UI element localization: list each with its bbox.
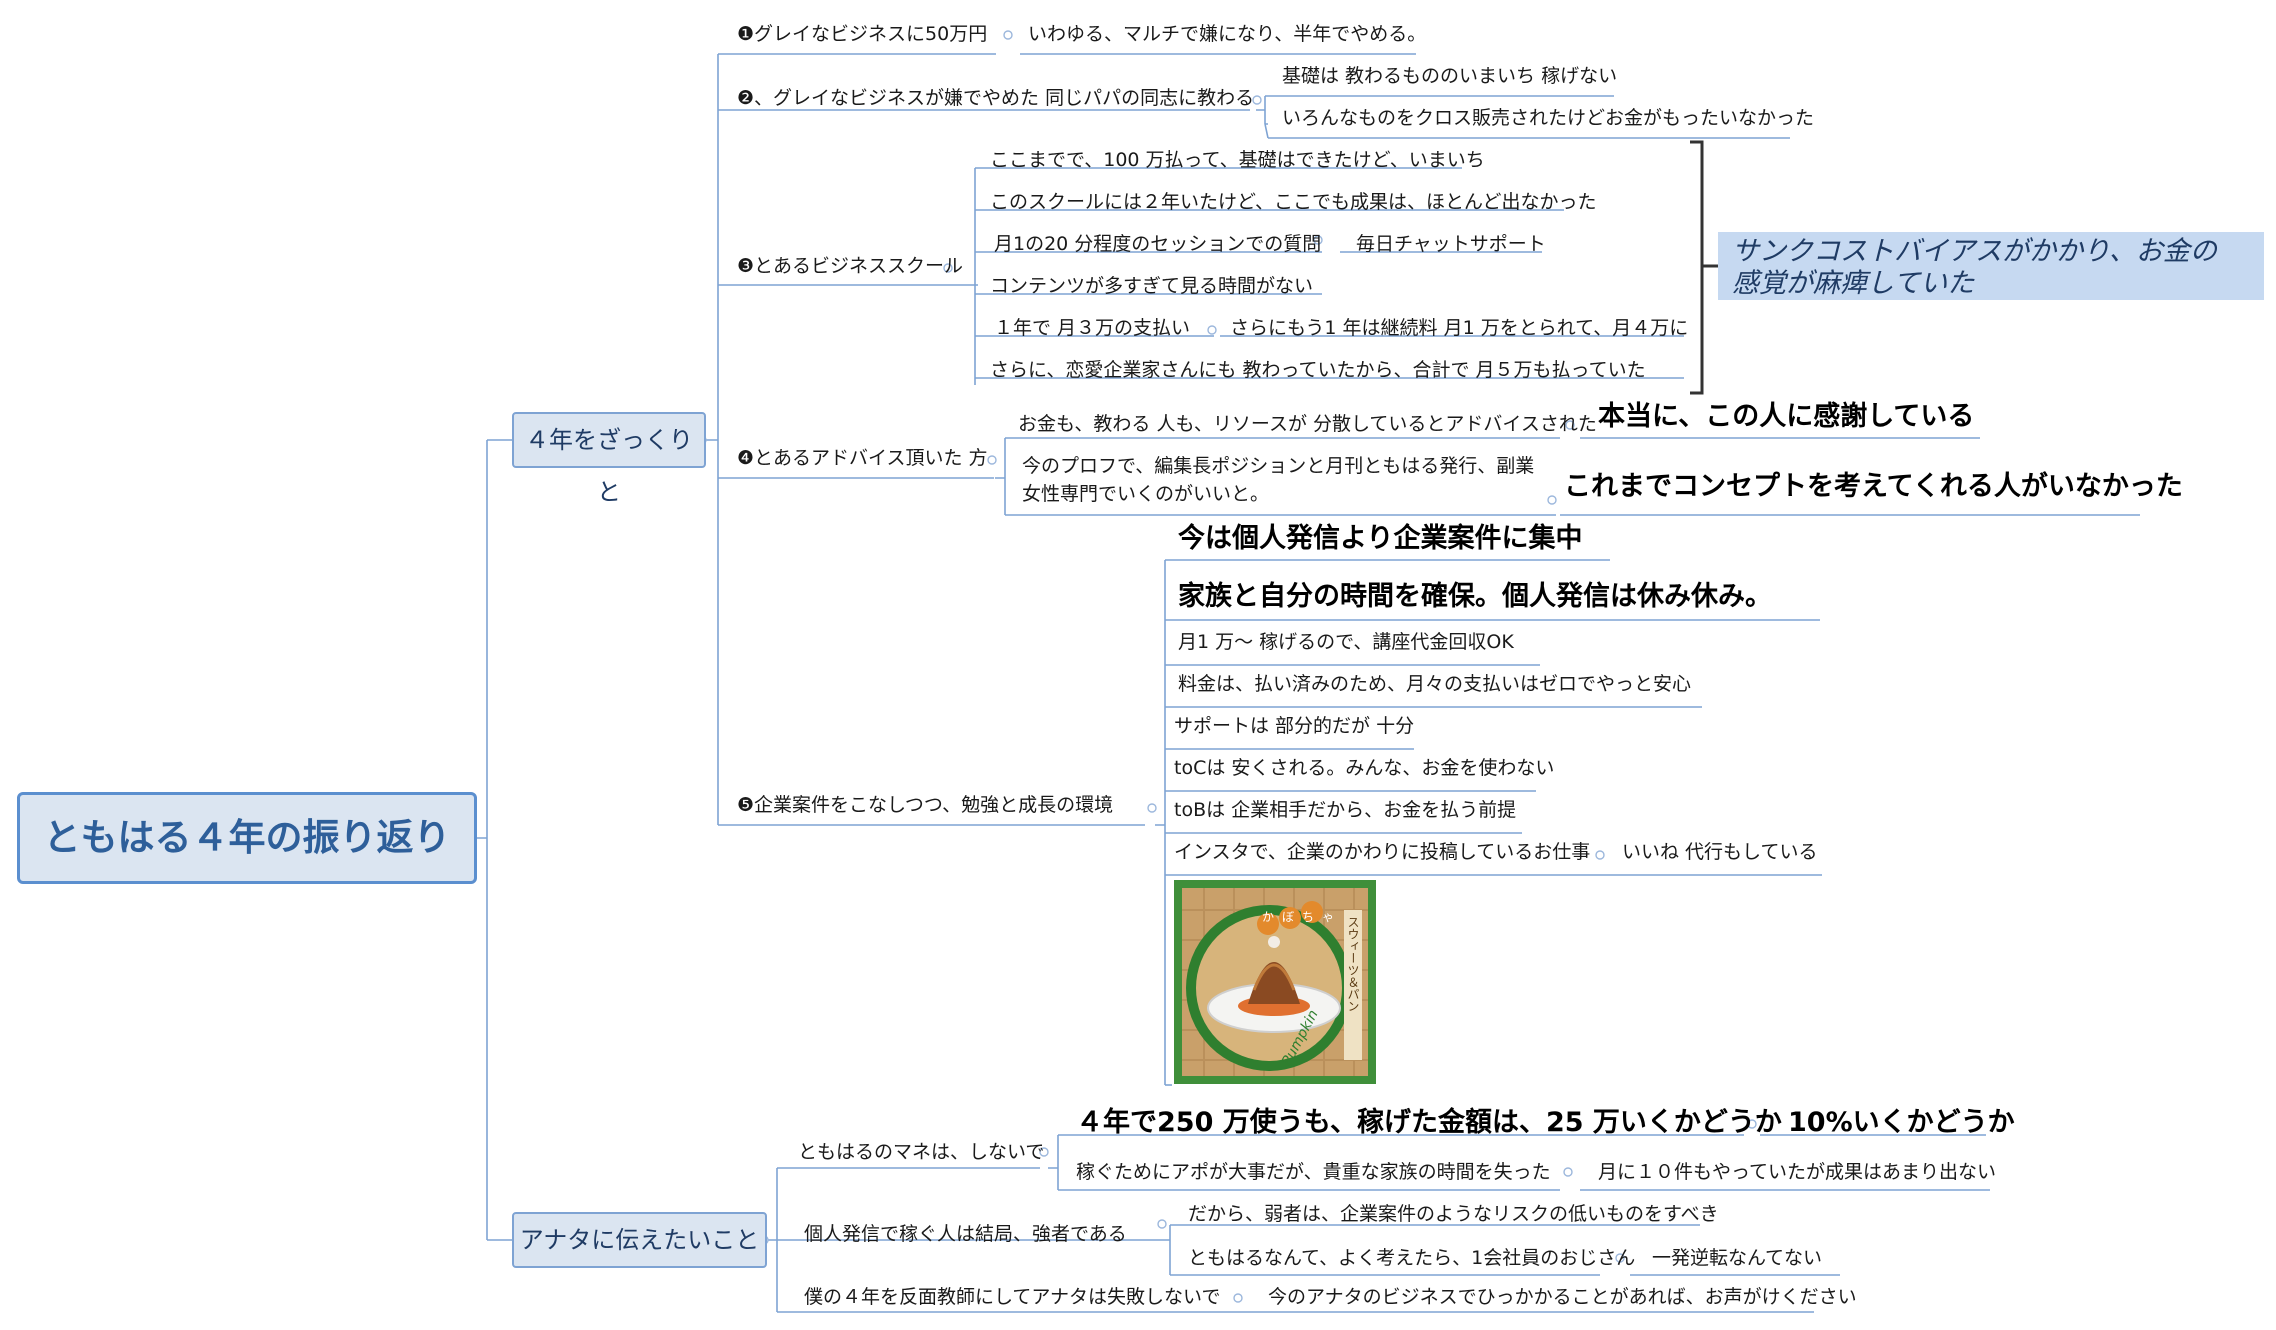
topic-b3-item[interactable]: コンテンツが多すぎて見る時間がない [990,275,1314,297]
topic-c3[interactable]: 僕の４年を反面教師にしてアナタは失敗しないで [804,1286,1221,1308]
topic-b4-big[interactable]: これまでコンセプトを考えてくれる人がいなかった [1564,471,2183,502]
callout-line: サンクコストバイアスがかかり、お金の [1732,236,2217,267]
topic-b5-item[interactable]: toCは 安くされる。みんな、お金を使わない [1174,757,1555,779]
topic-b5-sub[interactable]: いいね 代行もしている [1622,841,1818,863]
topic-b3-item[interactable]: １年で 月３万の支払い [994,317,1191,339]
topic-b2[interactable]: ❷、グレイなビジネスが嫌でやめた 同じパパの同志に教わる [737,87,1255,109]
topic-b1[interactable]: ❶グレイなビジネスに50万円 [737,23,988,45]
summary-callout[interactable]: サンクコストバイアスがかかり、お金の 感覚が麻痺していた [1718,232,2264,300]
callout-line: 感覚が麻痺していた [1732,268,1975,299]
topic-c3-note[interactable]: 今のアナタのビジネスでひっかかることがあれば、お声がけください [1268,1286,1857,1308]
topic-b4-item[interactable]: 今のプロフで、編集長ポジションと月刊ともはる発行、副業 [1022,455,1535,477]
topic-c1[interactable]: ともはるのマネは、しないで [798,1141,1045,1163]
topic-b2-item[interactable]: いろんなものをクロス販売されたけどお金がもったいなかった [1282,107,1815,129]
topic-b5[interactable]: ❺企業案件をこなしつつ、勉強と成長の環境 [737,794,1114,816]
topic-b5-item[interactable]: サポートは 部分的だが 十分 [1174,715,1415,737]
topic-b4[interactable]: ❹とあるアドバイス頂いた 方 [737,447,988,469]
topic-b5-item[interactable]: インスタで、企業のかわりに投稿しているお仕事 [1174,841,1591,863]
connector-branch2 [767,1167,785,1313]
topic-c2-item[interactable]: だから、弱者は、企業案件のようなリスクの低いものをすべき [1188,1203,1719,1225]
image-caption-top: かぼちゃ [1262,910,1343,924]
topic-c1-item[interactable]: 稼ぐためにアポが大事だが、貴重な家族の時間を失った [1076,1161,1551,1183]
topic-b4-item[interactable]: お金も、教わる 人も、リソースが 分散しているとアドバイスされた [1018,413,1597,435]
topic-b5-item[interactable]: toBは 企業相手だから、お金を払う前提 [1174,799,1517,821]
topic-b5-big[interactable]: 今は個人発信より企業案件に集中 [1178,523,1583,554]
topic-c2[interactable]: 個人発信で稼ぐ人は結局、強者である [804,1223,1127,1245]
topic-b5-item[interactable]: 料金は、払い済みのため、月々の支払いはゼロでやっと安心 [1178,673,1692,695]
topic-b3-item[interactable]: 月1の20 分程度のセッションでの質問 [994,233,1322,255]
topic-b5-item[interactable]: 月1 万〜 稼げるので、講座代金回収OK [1178,631,1514,653]
topic-c1-big-sub[interactable]: 10%いくかどうか [1788,1107,2015,1138]
topic-b5-big[interactable]: 家族と自分の時間を確保。個人発信は休み休み。 [1178,581,1772,612]
connector-root [477,440,488,1240]
topic-b3-sub[interactable]: さらにもう1 年は継続料 月1 万をとられて、月４万に [1230,317,1689,339]
topic-c2-item[interactable]: ともはるなんて、よく考えたら、1会社員のおじさん [1188,1247,1636,1269]
topic-c2-sub[interactable]: 一発逆転なんてない [1652,1247,1823,1269]
topic-b4-big[interactable]: 本当に、この人に感謝している [1598,401,1975,432]
topic-b4-item[interactable]: 女性専門でいくのがいいと。 [1022,483,1270,505]
connector-branch1 [706,54,719,825]
root-topic[interactable]: ともはる４年の振り返り [17,792,477,884]
topic-c1-item-sub[interactable]: 月に１０件もやっていたが成果はあまり出ない [1598,1161,1997,1183]
topic-b1-note[interactable]: いわゆる、マルチで嫌になり、半年でやめる。 [1028,23,1427,45]
image-caption-side: スウィーツ＆パン [1346,916,1360,1012]
topic-b3[interactable]: ❸とあるビジネススクール [737,255,964,277]
topic-c1-big[interactable]: ４年で250 万使うも、稼げた金額は、25 万いくかどうか [1076,1107,1782,1138]
topic-b3-item[interactable]: ここまでで、100 万払って、基礎はできたけど、いまいち [990,149,1485,171]
pumpkin-sweets-illustration [1174,880,1376,1084]
branch-message[interactable]: アナタに伝えたいこと [512,1212,767,1268]
topic-b3-item[interactable]: このスクールには２年いたけど、ここでも成果は、ほとんど出なかった [990,191,1597,213]
summary-bracket [1690,140,1718,395]
branch-4years[interactable]: ４年をざっくりと [512,412,706,506]
topic-b2-item[interactable]: 基礎は 教わるもののいまいち 稼げない [1282,65,1618,87]
topic-b3-item[interactable]: さらに、恋愛企業家さんにも 教わっていたから、合計で 月５万も払っていた [990,359,1646,381]
product-image[interactable]: かぼちゃ スウィーツ＆パン Pumpkin [1174,880,1376,1084]
topic-b3-sub[interactable]: 毎日チャットサポート [1356,233,1546,255]
